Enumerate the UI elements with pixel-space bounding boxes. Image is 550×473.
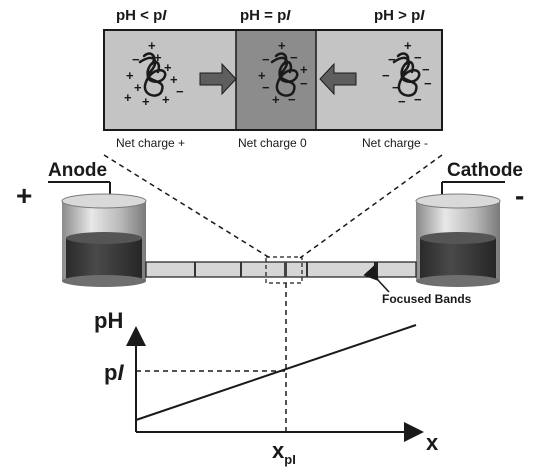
zoom-guides xyxy=(103,154,443,259)
svg-text:−: − xyxy=(176,84,184,99)
y-axis-label: pH xyxy=(94,308,123,333)
header-ph-equals-pi: pH = pI xyxy=(240,7,291,24)
svg-text:−: − xyxy=(132,52,140,67)
cathode-sign: - xyxy=(515,180,524,211)
anode-reservoir xyxy=(61,193,147,287)
mixed-charge-symbols: +−− ++− −+− xyxy=(258,38,308,107)
band xyxy=(306,262,308,277)
svg-text:+: + xyxy=(126,68,134,83)
protein-icon-positive xyxy=(138,52,167,97)
pi-y-marker: pI xyxy=(104,360,124,385)
positive-charge-symbols: −++ +++ +++ +− xyxy=(124,38,184,109)
svg-text:+: + xyxy=(272,92,280,107)
zoom-box xyxy=(265,256,303,284)
svg-text:+: + xyxy=(134,80,142,95)
svg-text:+: + xyxy=(142,94,150,109)
caption-net-positive: Net charge + xyxy=(116,136,185,150)
band xyxy=(284,262,287,277)
svg-text:−: − xyxy=(262,52,270,67)
svg-text:−: − xyxy=(288,92,296,107)
panel-center-zone xyxy=(236,30,316,130)
caption-net-zero: Net charge 0 xyxy=(238,136,307,150)
anode: + Anode xyxy=(16,160,147,287)
anode-sign: + xyxy=(16,180,32,211)
svg-text:+: + xyxy=(164,60,172,75)
svg-text:−: − xyxy=(422,62,430,77)
band xyxy=(240,262,242,277)
charge-panel: pH < pI pH = pI pH > pI −++ +++ +++ +− +… xyxy=(103,7,443,150)
svg-text:−: − xyxy=(414,92,422,107)
svg-text:−: − xyxy=(382,68,390,83)
svg-text:+: + xyxy=(170,72,178,87)
svg-text:−: − xyxy=(290,50,298,65)
cathode: - Cathode xyxy=(415,160,524,287)
left-arrow-icon xyxy=(319,62,357,96)
svg-text:+: + xyxy=(300,62,308,77)
cathode-label: Cathode xyxy=(447,160,523,181)
pi-x-marker: xpI xyxy=(272,438,296,467)
svg-text:+: + xyxy=(148,38,156,53)
svg-text:−: − xyxy=(424,76,432,91)
svg-text:+: + xyxy=(154,50,162,65)
svg-text:−: − xyxy=(398,94,406,109)
svg-text:+: + xyxy=(258,68,266,83)
svg-text:+: + xyxy=(404,38,412,53)
svg-text:−: − xyxy=(392,80,400,95)
negative-charge-symbols: +−− −−− −−− xyxy=(382,38,432,109)
svg-text:−: − xyxy=(414,50,422,65)
protein-icon-neutral xyxy=(270,52,299,97)
focused-bands-label: Focused Bands xyxy=(382,292,472,306)
ph-gradient-line xyxy=(135,324,417,421)
right-arrow-icon xyxy=(199,62,237,96)
band xyxy=(374,262,378,277)
anode-label: Anode xyxy=(48,160,107,181)
svg-text:−: − xyxy=(300,76,308,91)
caption-net-negative: Net charge - xyxy=(362,136,428,150)
svg-text:+: + xyxy=(162,92,170,107)
gel-strip: Focused Bands xyxy=(145,256,472,306)
ph-gradient-graph: pH x pI xpI xyxy=(94,308,439,467)
svg-text:+: + xyxy=(124,90,132,105)
header-ph-above-pi: pH > pI xyxy=(374,7,425,24)
cathode-reservoir xyxy=(415,193,501,287)
svg-text:−: − xyxy=(388,52,396,67)
header-ph-below-pi: pH < pI xyxy=(116,7,167,24)
band xyxy=(194,262,196,277)
svg-text:−: − xyxy=(262,80,270,95)
protein-icon-negative xyxy=(392,52,421,97)
svg-text:+: + xyxy=(278,38,286,53)
x-axis-label: x xyxy=(426,430,439,455)
